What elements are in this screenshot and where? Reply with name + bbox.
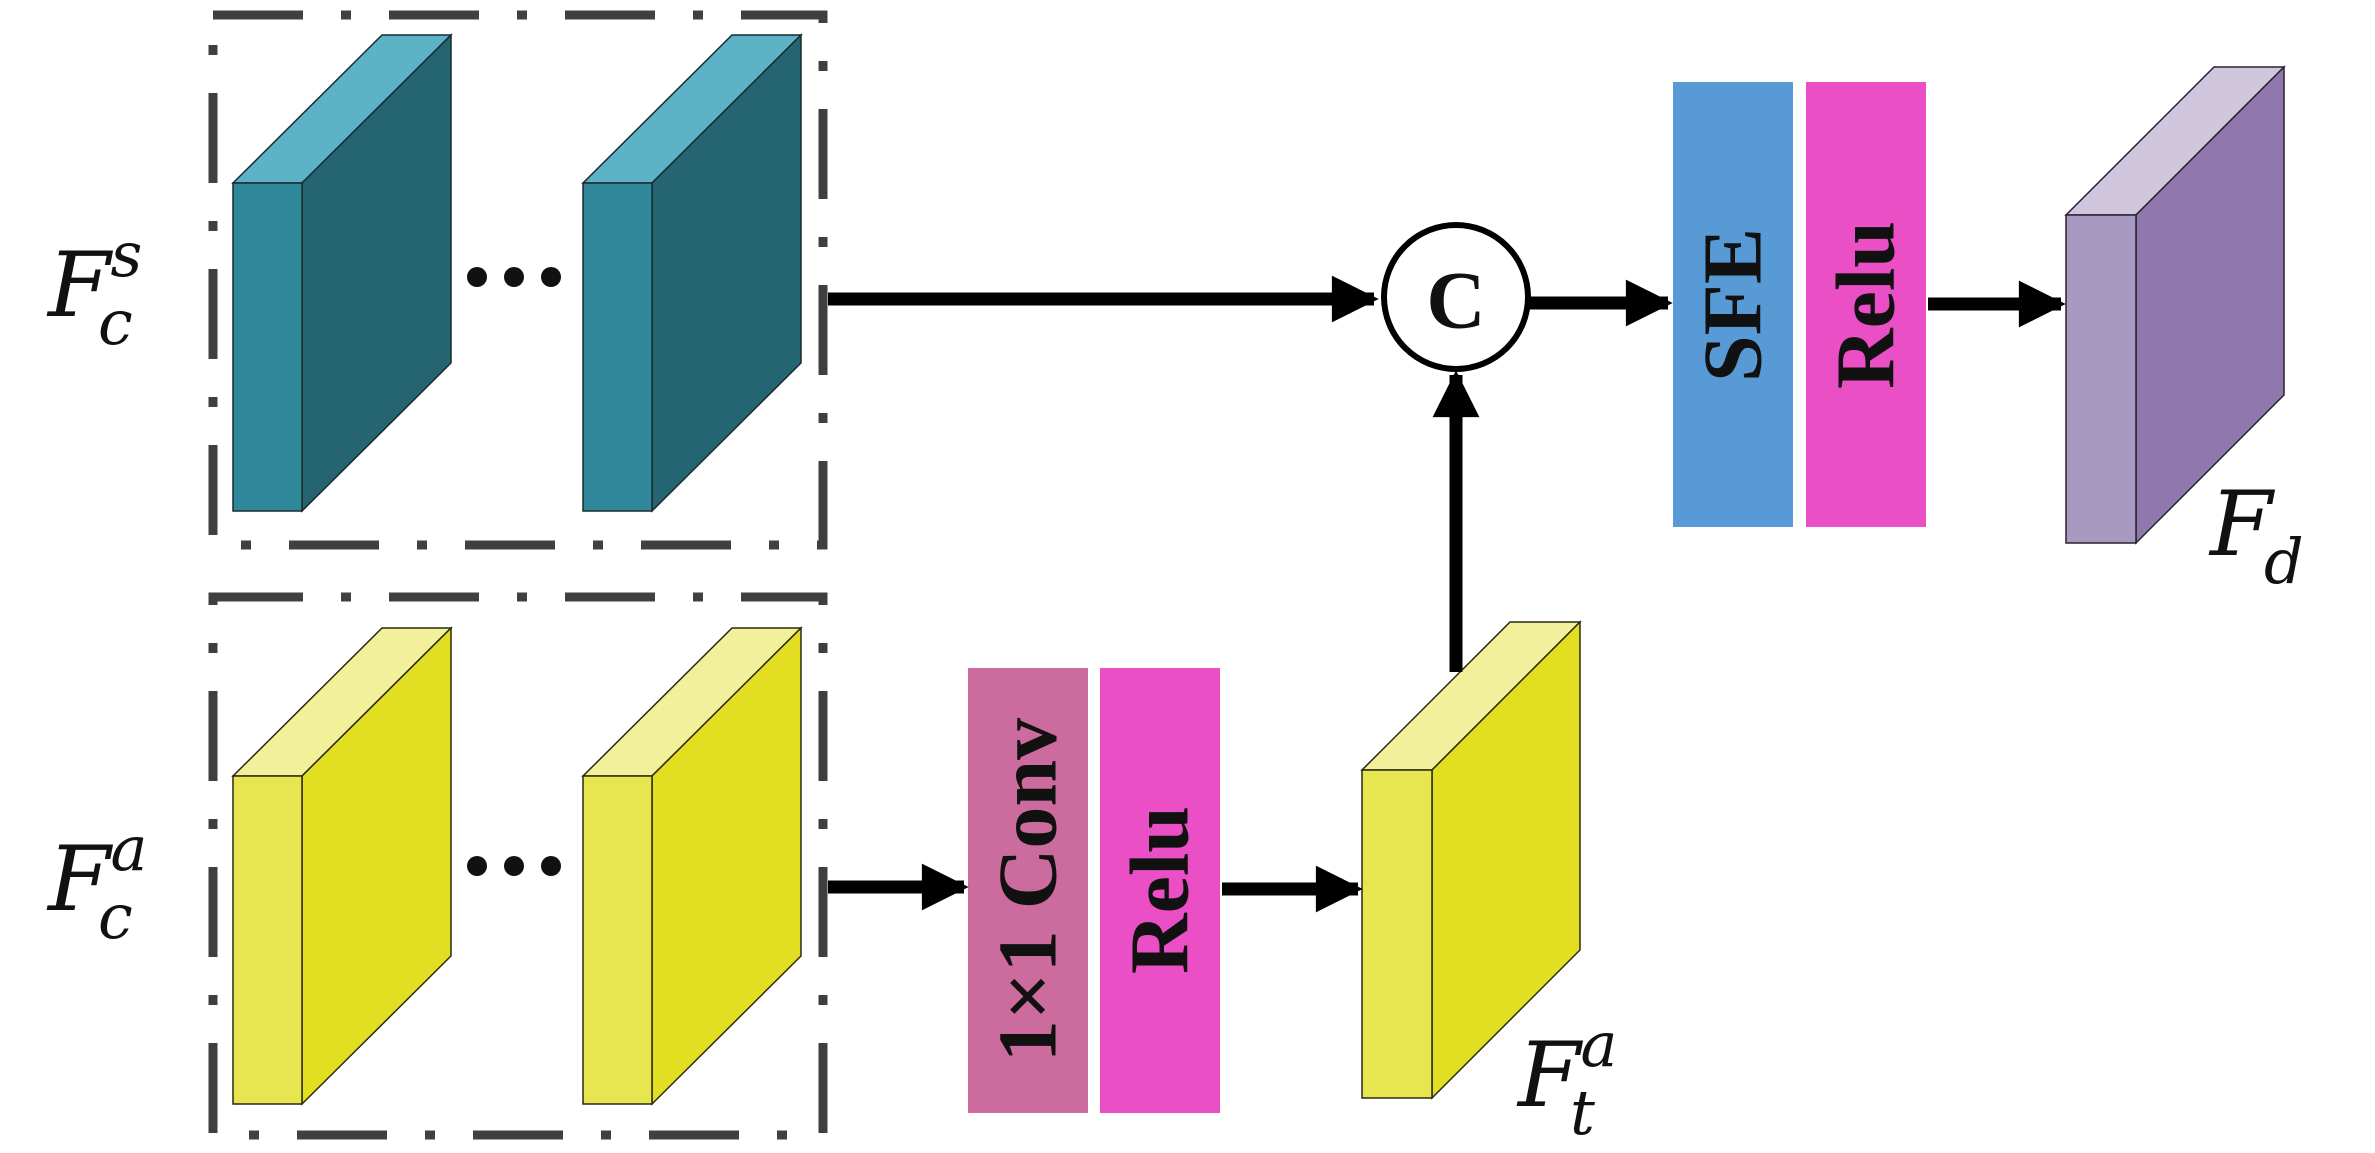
label-fta-sup: a: [1580, 1008, 1617, 1081]
label-fcs-sup: s: [110, 218, 142, 291]
cube-front-face: [582, 775, 653, 1105]
teal-feature-cube-1: [231, 33, 453, 513]
relu-block-top: [1806, 82, 1926, 527]
yellow-feature-cube-2: [581, 626, 803, 1106]
purple-output-cube: [2064, 65, 2286, 545]
label-fd-base: F: [2208, 472, 2276, 577]
feature-group-frame-top: [208, 10, 828, 550]
concat-node-label: C: [1426, 255, 1485, 346]
yellow-transformed-cube: [1360, 620, 1582, 1100]
feature-group-frame-bottom: [208, 592, 828, 1140]
relu-block-bottom: [1100, 668, 1220, 1113]
ellipsis-top: [467, 267, 561, 287]
label-fta-sub: t: [1570, 1076, 1595, 1149]
sfe-block: [1673, 82, 1793, 527]
relu-block-top-label: Relu: [1820, 221, 1913, 389]
teal-feature-cube-2: [581, 33, 803, 513]
relu-block-bottom-label: Relu: [1114, 806, 1207, 974]
yellow-feature-cube-1: [231, 626, 453, 1106]
label-fd-sub: d: [2264, 525, 2304, 598]
label-fcs-sub: c: [98, 286, 133, 359]
label-fca-base: F: [46, 827, 114, 932]
conv-block-label: 1×1 Conv: [982, 718, 1075, 1062]
cube-front-face: [1361, 769, 1433, 1099]
label-fcs-base: F: [46, 233, 114, 338]
ellipsis-bottom: [467, 856, 561, 876]
label-fca-sub: c: [98, 880, 133, 953]
label-fta-base: F: [1516, 1023, 1584, 1128]
conv-block: [968, 668, 1088, 1113]
cube-front-face: [232, 182, 303, 512]
label-fd: Fd: [2208, 472, 2304, 598]
cube-front-face: [582, 182, 653, 512]
sfe-block-label: SFE: [1687, 228, 1780, 382]
concat-node: [1381, 222, 1531, 372]
label-fca-sup: a: [110, 812, 147, 885]
cube-front-face: [232, 775, 303, 1105]
cube-front-face: [2065, 214, 2137, 544]
